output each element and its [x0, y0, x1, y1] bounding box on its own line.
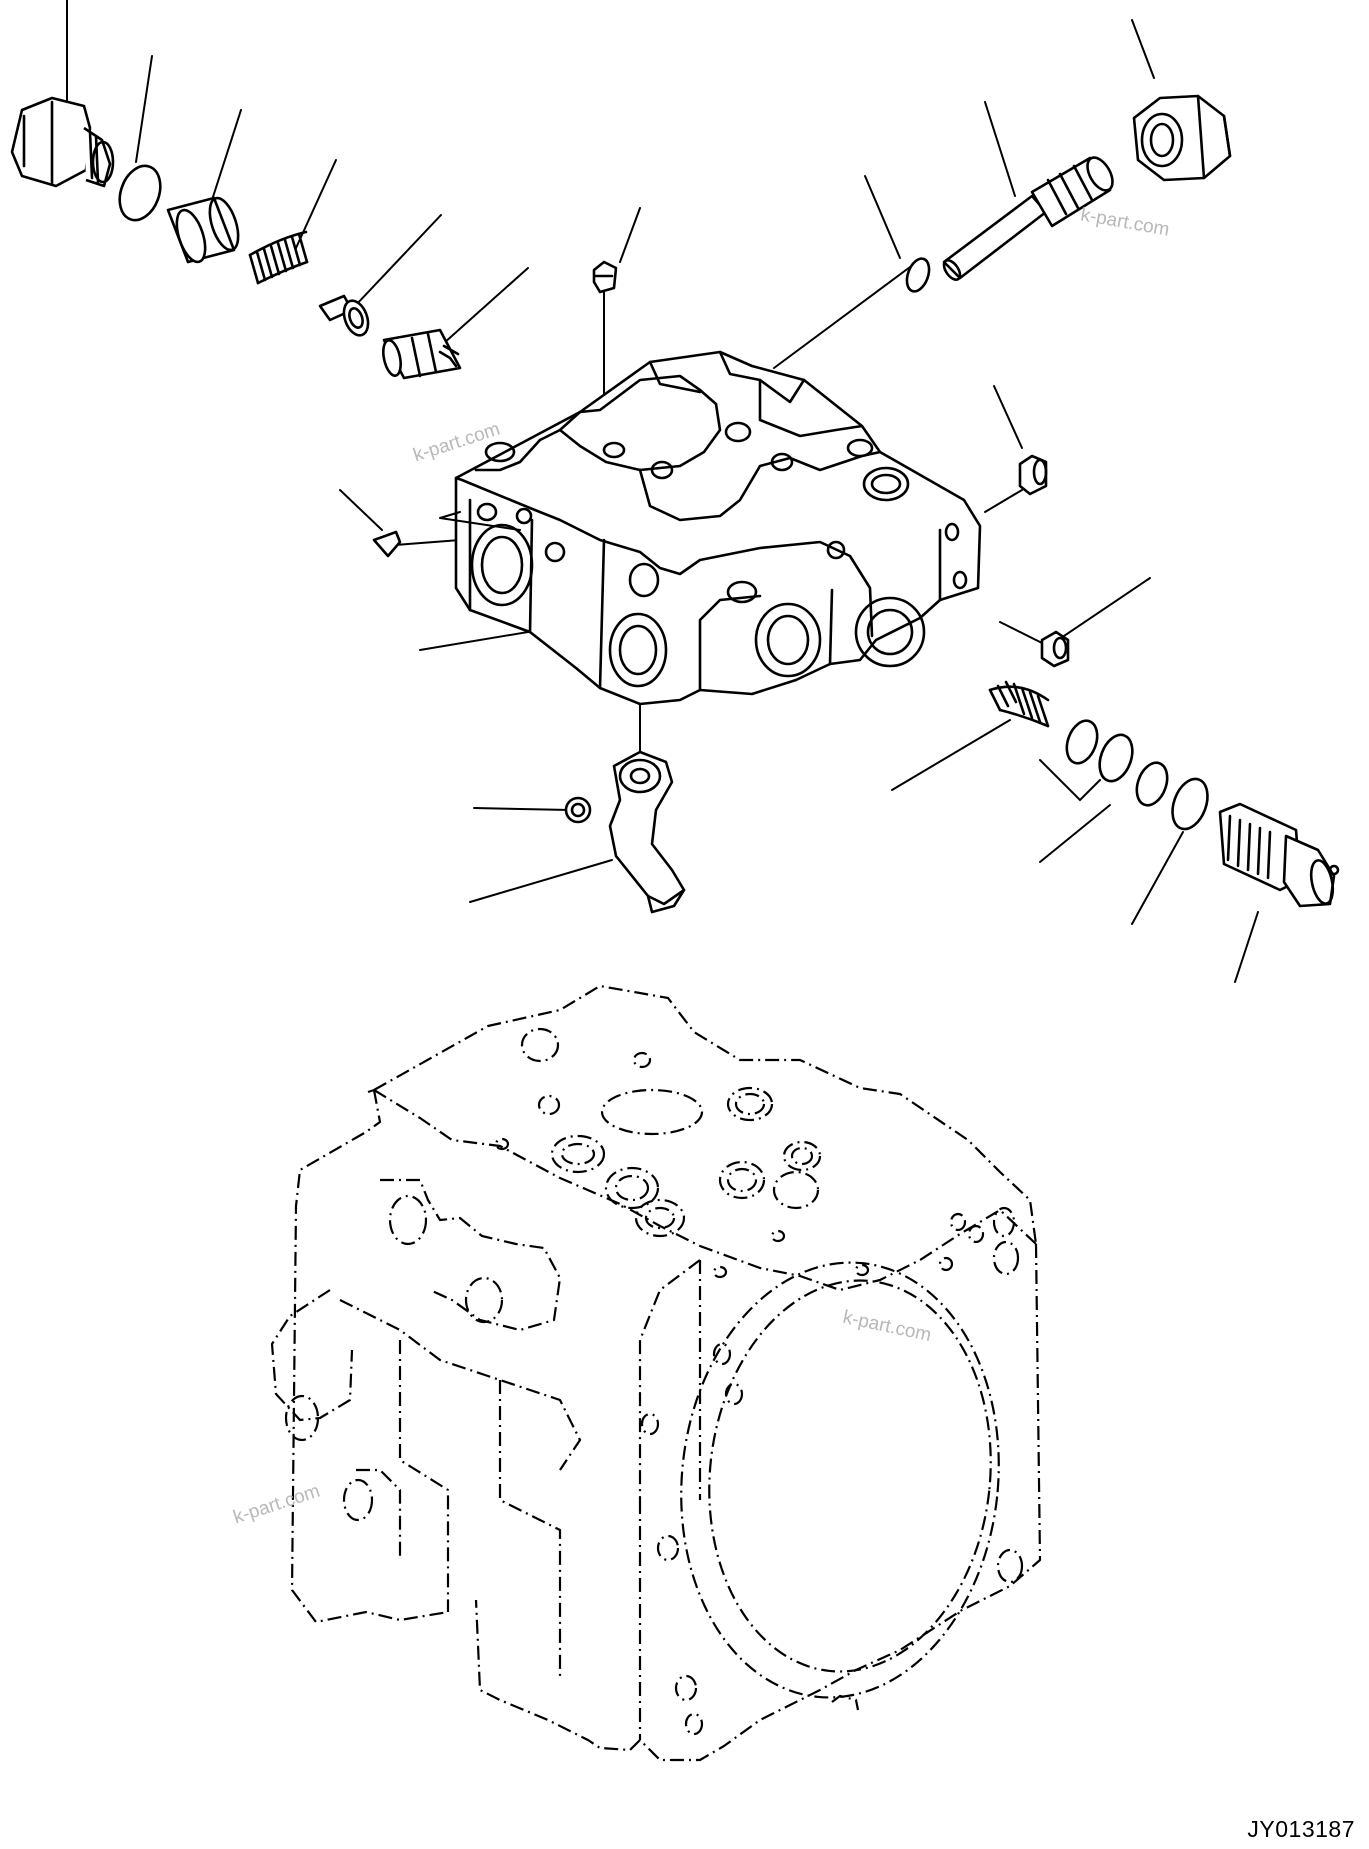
- o-ring-right-2: [1098, 733, 1134, 783]
- pump-case: [270, 984, 1042, 1762]
- plug-right: [1218, 802, 1340, 908]
- small-plug-right: [1018, 454, 1048, 496]
- plug-left: [10, 96, 115, 188]
- small-nut-lever: [564, 796, 592, 824]
- pump-case-top-detail: [367, 1089, 375, 1093]
- o-ring-right-1: [1065, 719, 1099, 765]
- small-plug-top: [592, 260, 618, 294]
- o-ring-top: [905, 257, 931, 293]
- valve-body: [439, 350, 982, 706]
- nut-right: [1132, 94, 1232, 182]
- small-plug-right-low: [1040, 630, 1070, 668]
- lever-arm: [608, 750, 686, 914]
- o-ring-right-3: [1135, 761, 1169, 807]
- spool: [382, 328, 462, 380]
- shaft-pin: [942, 156, 1114, 281]
- small-plug-left: [372, 530, 402, 558]
- sleeve: [166, 196, 240, 264]
- piston-seat: [318, 294, 370, 337]
- o-ring-right-4: [1171, 777, 1209, 831]
- o-ring-left: [118, 164, 162, 222]
- spring-right: [988, 680, 1050, 728]
- spring-left: [248, 230, 309, 285]
- drawing-code-label: JY013187: [1247, 1816, 1355, 1842]
